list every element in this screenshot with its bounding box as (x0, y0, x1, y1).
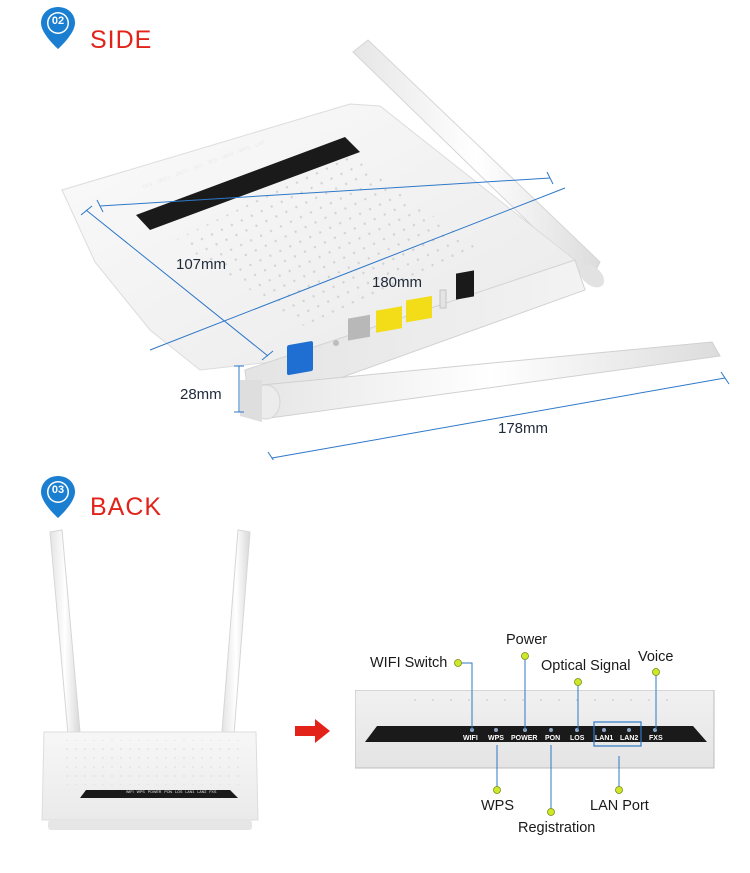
wifi-switch-callout-dot (454, 659, 462, 667)
small-led-label: LAN1 (185, 790, 195, 794)
wps-led (494, 728, 498, 732)
small-led-label: WPS (136, 790, 145, 794)
depth-dimension-label: 107mm (176, 256, 227, 273)
power-button (439, 289, 447, 309)
wps-callout: WPS (481, 798, 515, 814)
map-pin-badge-icon (41, 476, 75, 518)
power-callout-dot (521, 652, 529, 660)
side-badge-number: 02 (51, 15, 65, 27)
router-side-view-image (61, 39, 730, 460)
lan-port-callout: LAN Port (590, 798, 649, 814)
small-led-label: FXS (209, 790, 217, 794)
optical-signal-callout-dot (574, 678, 582, 686)
panel-label-power: POWER (511, 735, 538, 742)
back-section-title: BACK (90, 493, 163, 521)
power-callout: Power (506, 632, 548, 648)
lan-port-2 (406, 295, 432, 323)
voice-callout-dot (652, 668, 660, 676)
wps-callout-dot (493, 786, 501, 794)
phone-port (348, 314, 370, 341)
small-front-led-labels: WIFI WPS POWER PON LOS LAN1 LAN2 FXS (126, 790, 216, 794)
height-dimension-label: 28mm (180, 386, 222, 403)
width-dimension-label: 180mm (372, 274, 423, 291)
dimension-lines (80, 171, 730, 460)
lan2-led (627, 728, 631, 732)
small-led-label: POWER (147, 790, 162, 794)
panel-label-lan1: LAN1 (595, 735, 614, 742)
led-panel-closeup (355, 690, 715, 769)
wifi-switch-callout: WIFI Switch (370, 655, 448, 671)
optical-port (287, 341, 313, 376)
pon-led (549, 728, 553, 732)
map-pin-badge-icon (41, 7, 75, 49)
voice-callout: Voice (638, 649, 674, 665)
antenna-dimension-label: 178mm (498, 420, 549, 437)
lan-port-highlight-box (593, 721, 642, 747)
lan-port-callout-dot (615, 786, 623, 794)
front-led-strip (80, 790, 238, 798)
router-front-view-image (41, 529, 259, 830)
panel-label-los: LOS (570, 735, 585, 742)
panel-label-pon: PON (545, 735, 561, 742)
panel-label-wps: WPS (488, 735, 504, 742)
back-badge-number: 03 (51, 484, 65, 496)
led-strip (365, 726, 707, 742)
arrow-right-icon (295, 719, 330, 743)
small-led-label: WIFI (126, 790, 134, 794)
lan-port-1 (376, 306, 402, 333)
panel-label-fxs: FXS (649, 735, 663, 742)
top-led-strip (136, 137, 360, 230)
small-led-label: PON (164, 790, 173, 794)
panel-label-lan2: LAN2 (620, 735, 639, 742)
registration-callout-dot (547, 808, 555, 816)
small-led-label: LOS (175, 790, 183, 794)
horizontal-antenna (240, 341, 721, 422)
optical-signal-callout: Optical Signal (541, 658, 631, 674)
reset-button (333, 340, 339, 346)
dc-power-jack (456, 270, 474, 300)
panel-label-wifi: WIFI (463, 735, 478, 742)
lan1-led (602, 728, 606, 732)
side-section-title: SIDE (90, 26, 153, 54)
small-led-label: LAN2 (197, 790, 207, 794)
registration-callout: Registration (518, 820, 596, 836)
